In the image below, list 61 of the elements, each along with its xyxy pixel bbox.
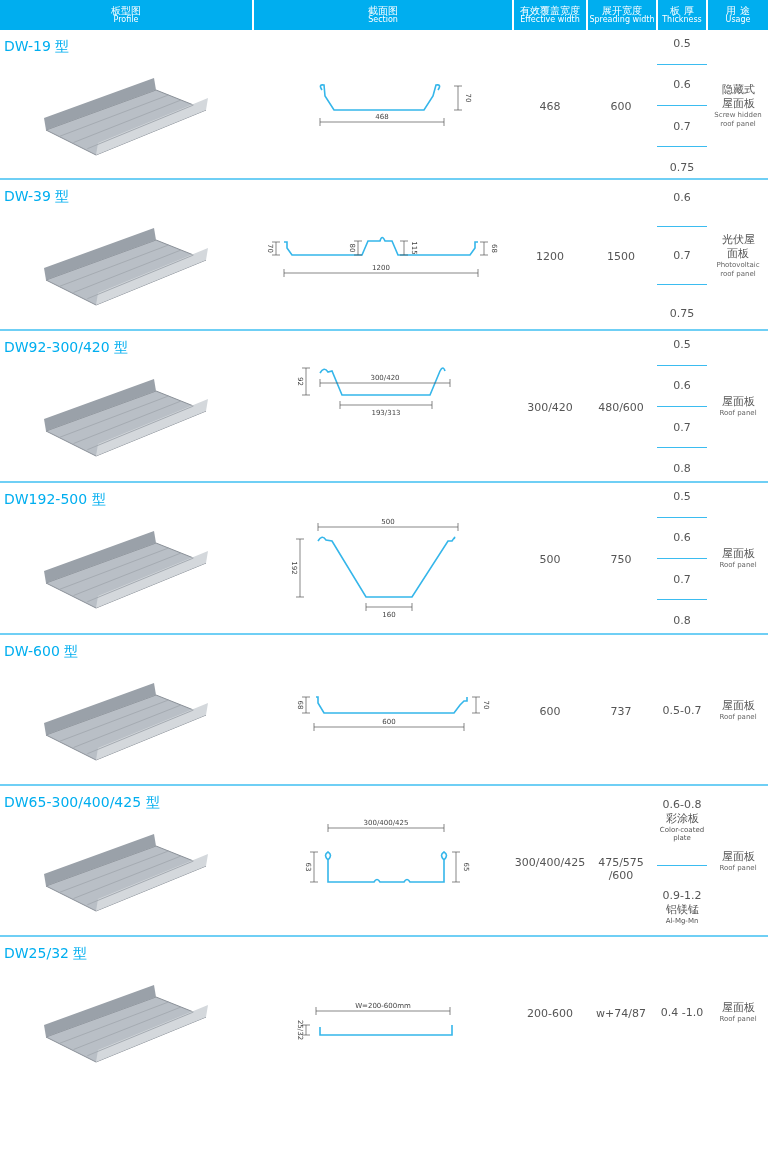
- model-name: DW65-300/400/425 型: [4, 794, 160, 812]
- model-name: DW192-500 型: [4, 491, 106, 509]
- thickness-value: 0.7: [673, 119, 691, 133]
- spreading-width-value: 475/575 /600: [597, 856, 645, 882]
- thickness-value: 0.8: [673, 614, 691, 628]
- column-subheading: Profile: [113, 16, 139, 24]
- thickness-value: 0.6: [673, 191, 691, 204]
- model-name: DW-600 型: [4, 643, 79, 661]
- model-name: DW-39 型: [4, 188, 70, 206]
- usage-name: 隐藏式屋面板: [721, 82, 755, 111]
- material-name: 铝镁锰: [665, 902, 699, 917]
- thickness-value: 0.5: [673, 36, 691, 50]
- thickness-value: 0.75: [669, 307, 695, 320]
- column-heading: 用 途: [726, 6, 750, 16]
- spreading-width-value: 480/600: [597, 401, 645, 414]
- thickness-value: 0.6: [673, 78, 691, 92]
- model-name: DW92-300/420 型: [4, 339, 129, 357]
- spreading-width-value: 737: [609, 705, 633, 718]
- usage-name: 屋面板: [721, 699, 755, 713]
- usage-name: 光伏屋面板: [721, 232, 755, 262]
- thickness-value: 0.75: [669, 161, 695, 175]
- usage-name: 屋面板: [721, 1001, 755, 1015]
- thickness-value: 0.7: [673, 572, 691, 586]
- column-heading: 板型图: [111, 6, 141, 16]
- thickness-value: 0.6: [673, 531, 691, 545]
- thickness-value: 0.7: [673, 249, 691, 262]
- thickness-value: 0.8: [673, 462, 691, 476]
- column-subheading: Thickness: [662, 16, 702, 24]
- effective-width-value: 200-600: [526, 1007, 574, 1020]
- usage-name: 屋面板: [721, 547, 755, 561]
- column-subheading: Section: [368, 16, 398, 24]
- thickness-value: 0.9-1.2: [662, 889, 702, 903]
- thickness-value: 0.7: [673, 420, 691, 434]
- column-subheading: Spreading width: [589, 16, 655, 24]
- material-name: 彩涂板: [665, 810, 699, 826]
- thickness-value: 0.6: [673, 379, 691, 393]
- effective-width-value: 1200: [535, 250, 565, 263]
- effective-width-value: 600: [538, 705, 562, 718]
- effective-width-value: 500: [538, 553, 562, 566]
- thickness-value: 0.5: [673, 337, 691, 351]
- thickness-value: 0.6-0.8: [662, 797, 702, 811]
- column-subheading: Effective width: [520, 16, 580, 24]
- column-heading: 有效覆盖宽度: [520, 6, 580, 16]
- thickness-value: 0.4 -1.0: [660, 1006, 704, 1019]
- column-heading: 展开宽度: [602, 6, 642, 16]
- model-name: DW25/32 型: [4, 945, 88, 963]
- usage-name: 屋面板: [721, 850, 755, 864]
- usage-name: 屋面板: [721, 395, 755, 409]
- effective-width-value: 468: [538, 100, 562, 113]
- effective-width-value: 300/400/425: [514, 856, 586, 869]
- spreading-width-value: w+74/87: [595, 1007, 647, 1020]
- spreading-width-value: 600: [609, 100, 633, 113]
- thickness-value: 0.5-0.7: [662, 704, 702, 717]
- effective-width-value: 300/420: [526, 401, 574, 414]
- model-name: DW-19 型: [4, 38, 70, 56]
- thickness-value: 0.5: [673, 489, 691, 503]
- spreading-width-value: 750: [609, 553, 633, 566]
- column-subheading: Usage: [725, 16, 751, 24]
- column-heading: 截面图: [368, 6, 398, 16]
- spreading-width-value: 1500: [606, 250, 636, 263]
- column-heading: 板 厚: [670, 6, 694, 16]
